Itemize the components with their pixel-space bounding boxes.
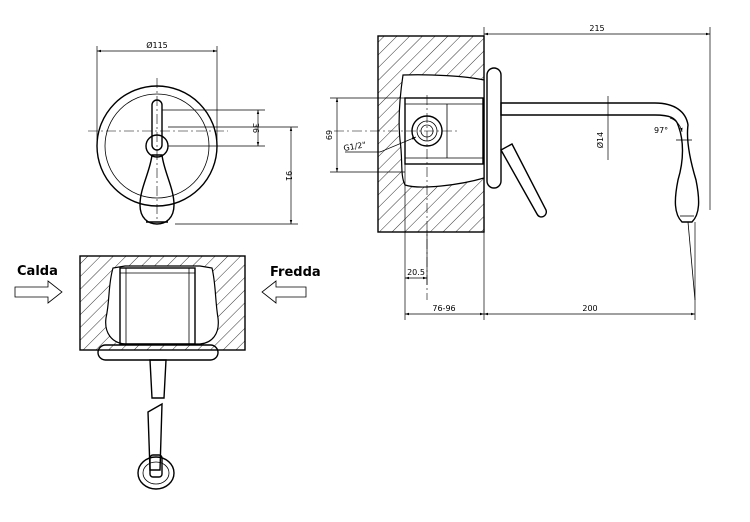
dim-wall-depth-label: 76-96 <box>432 304 455 313</box>
lever-tip-plan <box>137 456 175 490</box>
dim-body-height-label: 69 <box>325 130 334 140</box>
lever-plan-upper <box>149 359 167 399</box>
dim-plate-diameter-label: Ø115 <box>146 40 168 50</box>
dim-spout-diameter-label: Ø14 <box>595 132 605 148</box>
dim-lever-offset-label: 36 <box>251 123 260 133</box>
inlet-thread-label: G1/2" <box>343 140 367 153</box>
hot-label: Calda <box>17 264 58 279</box>
dim-lever-length-label: 91 <box>284 171 293 181</box>
valve-body-side <box>404 97 484 165</box>
front-view: Ø115 36 91 <box>88 40 298 225</box>
side-view: 215 69 G1/2" Ø14 97° 20.5 76-96 200 <box>325 24 711 320</box>
dim-spout-angle-label: 97° <box>654 126 668 135</box>
hot-inlet-arrow-icon <box>14 280 63 304</box>
lever-handle <box>139 154 175 225</box>
dim-inlet-offset-label: 20.5 <box>407 268 425 277</box>
cold-inlet-arrow-icon <box>261 280 307 304</box>
dim-total-projection-label: 215 <box>589 24 604 33</box>
spout <box>500 102 700 223</box>
dim-spout-angle <box>669 117 683 133</box>
cover-plate-side <box>486 67 502 189</box>
dim-spout-reach-label: 200 <box>582 304 597 313</box>
cold-label: Fredda <box>270 265 321 280</box>
lever-stem <box>151 99 163 151</box>
valve-body-plan <box>119 267 196 345</box>
lever-plan-lower <box>147 402 163 471</box>
lever-side <box>500 143 548 218</box>
wall-cavity-plan <box>105 265 219 345</box>
plan-view: Calda Fredda <box>14 255 321 490</box>
